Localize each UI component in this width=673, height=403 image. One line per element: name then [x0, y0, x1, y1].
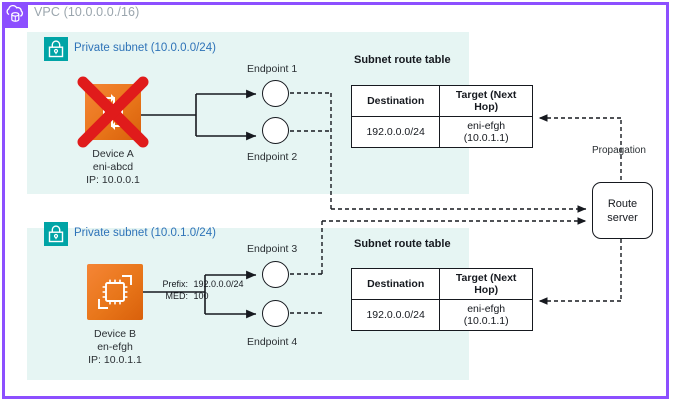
device-b-eni: en-efgh [97, 341, 133, 353]
vpc-title: VPC (10.0.0.0./16) [34, 5, 140, 19]
private-subnet-lock-icon [44, 37, 68, 61]
endpoint-4-label: Endpoint 4 [247, 336, 298, 348]
column-header-target: Target (Next Hop) [439, 268, 533, 300]
device-a-labels: Device A eni-abcd IP: 10.0.0.1 [63, 148, 163, 187]
table-header-row: Destination Target (Next Hop) [350, 268, 533, 300]
table-row: 192.0.0.0/24 eni-efgh (10.0.1.1) [350, 299, 533, 331]
propagation-label: Propagation [592, 145, 646, 156]
vpc-cloud-icon [2, 2, 28, 28]
cell-target: eni-efgh (10.0.1.1) [439, 116, 533, 148]
endpoint-2[interactable] [262, 117, 289, 144]
prefix-value: 192.0.0.0/24 [193, 279, 244, 289]
route-table-2: Destination Target (Next Hop) 192.0.0.0/… [350, 268, 533, 331]
cell-destination: 192.0.0.0/24 [350, 299, 441, 331]
bgp-advertisement-labels: Prefix: 192.0.0.0/24 MED: 100 [155, 278, 244, 302]
route-server[interactable]: Route server [592, 182, 653, 239]
table-header-row: Destination Target (Next Hop) [350, 85, 533, 117]
device-a-ip: IP: 10.0.0.1 [86, 174, 140, 186]
endpoint-1[interactable] [262, 80, 289, 107]
endpoint-2-label: Endpoint 2 [247, 151, 298, 163]
cell-target-ip: (10.0.1.1) [463, 132, 509, 144]
device-a-icon[interactable] [85, 84, 141, 140]
prefix-key: Prefix: [162, 279, 188, 289]
device-b-name: Device B [93, 328, 136, 340]
device-a-name: Device A [92, 148, 134, 160]
route-server-line-2: server [607, 211, 638, 224]
endpoint-3-label: Endpoint 3 [247, 243, 298, 255]
cell-target-eni: eni-efgh [467, 120, 506, 132]
endpoint-1-label: Endpoint 1 [247, 63, 298, 75]
device-b-labels: Device B en-efgh IP: 10.0.1.1 [65, 328, 165, 367]
column-header-destination: Destination [350, 85, 441, 117]
cell-target-ip: (10.0.1.1) [463, 315, 509, 327]
device-b-ip: IP: 10.0.1.1 [88, 354, 142, 366]
device-a-eni: eni-abcd [92, 161, 134, 173]
column-header-target: Target (Next Hop) [439, 85, 533, 117]
private-subnet-1-title: Private subnet (10.0.0.0/24) [74, 42, 216, 54]
route-table-1-title: Subnet route table [354, 54, 451, 66]
device-b-icon[interactable] [87, 264, 143, 320]
cell-target: eni-efgh (10.0.1.1) [439, 299, 533, 331]
med-value: 100 [193, 291, 209, 301]
cell-target-eni: eni-efgh [467, 303, 506, 315]
route-table-2-title: Subnet route table [354, 238, 451, 250]
endpoint-3[interactable] [262, 261, 289, 288]
private-subnet-2-title: Private subnet (10.0.1.0/24) [74, 227, 216, 239]
column-header-destination: Destination [350, 268, 441, 300]
cell-destination: 192.0.0.0/24 [350, 116, 441, 148]
route-table-1: Destination Target (Next Hop) 192.0.0.0/… [350, 85, 533, 148]
med-key: MED: [165, 291, 189, 301]
private-subnet-lock-icon [44, 222, 68, 246]
endpoint-4[interactable] [262, 300, 289, 327]
route-server-line-1: Route [607, 197, 638, 210]
table-row: 192.0.0.0/24 eni-efgh (10.0.1.1) [350, 116, 533, 148]
